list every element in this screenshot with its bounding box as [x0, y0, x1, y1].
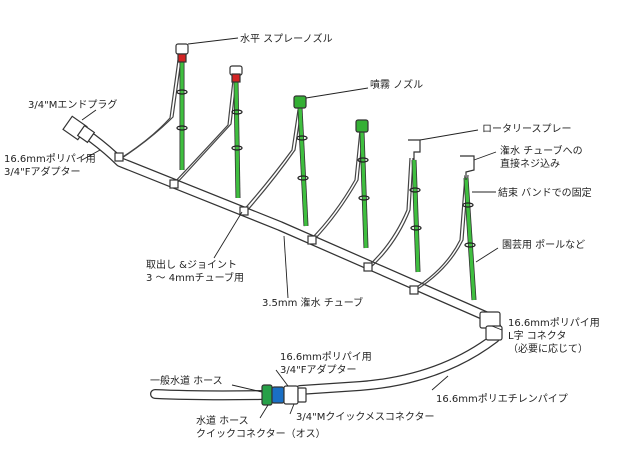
label-tube-35: 3.5mm 潅水 チューブ	[262, 296, 363, 309]
label-direct-screw: 潅水 チューブへの直接ネジ込み	[500, 144, 583, 170]
quick-connector-assembly	[261, 384, 307, 406]
label-m-quick-connector: 3/4"Mクイックメスコネクター	[296, 411, 435, 423]
label-end-plug: 3/4"Mエンドプラグ	[28, 98, 117, 111]
garden-poles	[179, 62, 477, 301]
label-horizontal-spray-nozzle: 水平 スプレーノズル	[240, 32, 333, 45]
l-connector	[479, 311, 503, 341]
label-cable-tie: 結束 バンドでの固定	[498, 186, 592, 199]
end-plug	[62, 115, 96, 144]
label-pe-pipe: 16.6mmポリエチレンパイプ	[436, 393, 568, 405]
horizontal-spray-nozzles	[175, 43, 243, 83]
garden-hose	[150, 389, 267, 401]
label-rotary-spray: ロータリースプレー	[482, 123, 572, 135]
label-hose-quick-connector: 水道 ホースクイックコネクター（オス）	[196, 414, 326, 440]
drop-tubes	[117, 59, 469, 291]
label-mist-nozzle: 噴霧 ノズル	[370, 78, 423, 91]
label-garden-pole: 園芸用 ポールなど	[502, 238, 585, 251]
leader-lines	[81, 37, 503, 419]
mist-nozzles	[293, 95, 369, 133]
cable-ties	[176, 89, 476, 248]
rotary-spray-nozzles	[408, 139, 475, 180]
tap-joints	[114, 152, 419, 295]
label-garden-hose: 一般水道 ホース	[150, 374, 223, 387]
